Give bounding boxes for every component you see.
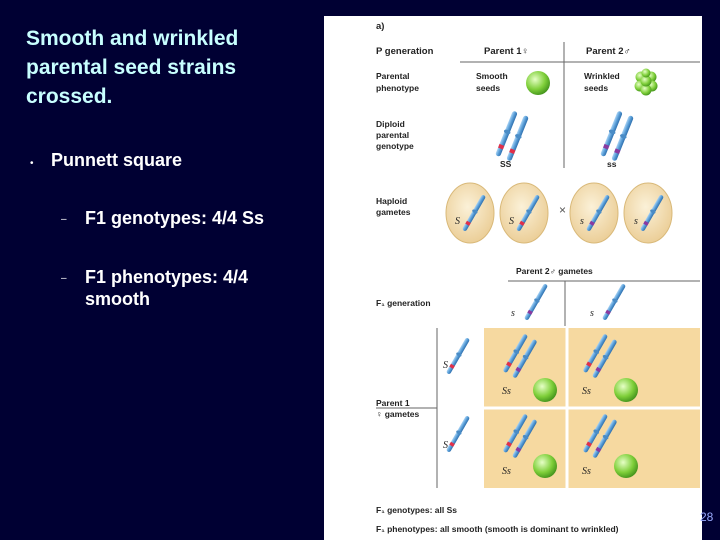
svg-text:S: S	[509, 216, 514, 227]
parent2-gamete-2: s	[624, 183, 672, 243]
svg-text:Ss: Ss	[502, 386, 511, 397]
diploid-label-l2: parental	[376, 130, 409, 140]
wrinkled-seeds-label-l2: seeds	[584, 83, 608, 93]
smooth-seeds-label-l1: Smooth	[476, 71, 508, 81]
parent1-gamete-1: S	[446, 183, 494, 243]
sub-bullet-f1-phenotypes: F1 phenotypes: 4/4 smooth	[85, 266, 248, 310]
parent1-gamete-allele-1: S	[443, 360, 448, 371]
parent2-gamete-1: s	[570, 183, 618, 243]
svg-text:s: s	[580, 216, 584, 227]
parental-phenotype-label-l1: Parental	[376, 71, 410, 81]
p-generation-label: P generation	[376, 46, 434, 57]
parent2-header: Parent 2♂	[586, 46, 631, 57]
slide-title: Smooth and wrinkled parental seed strain…	[26, 24, 306, 111]
wrinkled-seed-icon	[635, 69, 658, 96]
f1-phenotypes-summary: F₁ phenotypes: all smooth (smooth is dom…	[376, 524, 619, 534]
svg-text:s: s	[634, 216, 638, 227]
parent1-header: Parent 1♀	[484, 46, 529, 57]
smooth-seed-icon	[526, 71, 550, 95]
svg-text:Ss: Ss	[502, 466, 511, 477]
panel-label: a)	[376, 21, 384, 32]
parental-phenotype-label-l2: phenotype	[376, 83, 419, 93]
parent1-gamete-chromosome-1	[445, 337, 470, 375]
diploid-label-l1: Diploid	[376, 119, 405, 129]
page-number: 28	[700, 510, 713, 524]
parent1-gamete-allele-2: S	[443, 440, 448, 451]
parent1-gametes-label-l2: ♀ gametes	[376, 409, 419, 419]
wrinkled-seeds-label-l1: Wrinkled	[584, 71, 620, 81]
haploid-label-l2: gametes	[376, 207, 411, 217]
punnett-square-figure: a) P generation Parent 1♀ Parent 2♂ Pare…	[324, 16, 702, 540]
parent2-gamete-allele-2: s	[590, 308, 594, 319]
parent2-chromosome-pair	[599, 110, 634, 162]
parent2-gametes-label: Parent 2♂ gametes	[516, 266, 593, 276]
svg-text:Ss: Ss	[582, 466, 591, 477]
cross-symbol: ×	[559, 203, 566, 217]
parent2-gamete-chromosome-1	[523, 283, 548, 321]
parent2-gamete-allele-1: s	[511, 308, 515, 319]
parent1-gametes-label-l1: Parent 1	[376, 398, 410, 408]
sub-bullet-f1-phenotypes-line1: F1 phenotypes: 4/4	[85, 266, 248, 288]
parent1-chromosome-pair	[494, 110, 529, 162]
parent1-gamete-chromosome-2	[445, 415, 470, 453]
parent1-gamete-2: S	[500, 183, 548, 243]
parent2-genotype: ss	[607, 159, 617, 169]
svg-text:Ss: Ss	[582, 386, 591, 397]
figure-canvas: a) P generation Parent 1♀ Parent 2♂ Pare…	[324, 16, 702, 540]
f1-genotypes-summary: F₁ genotypes: all Ss	[376, 505, 457, 515]
sub-bullet-dash: –	[61, 273, 67, 284]
haploid-label-l1: Haploid	[376, 196, 407, 206]
sub-bullet-dash: –	[61, 214, 67, 225]
parent2-gamete-chromosome-2	[601, 283, 626, 321]
sub-bullet-f1-phenotypes-line2: smooth	[85, 288, 248, 310]
bullet-punnett-square: Punnett square	[51, 149, 182, 171]
sub-bullet-f1-genotypes: F1 genotypes: 4/4 Ss	[85, 207, 264, 229]
parent1-genotype: SS	[500, 159, 512, 169]
diploid-label-l3: genotype	[376, 141, 414, 151]
svg-text:S: S	[455, 216, 460, 227]
f1-generation-label: F₁ generation	[376, 298, 431, 308]
bullet-dot: •	[30, 158, 34, 169]
smooth-seeds-label-l2: seeds	[476, 83, 500, 93]
